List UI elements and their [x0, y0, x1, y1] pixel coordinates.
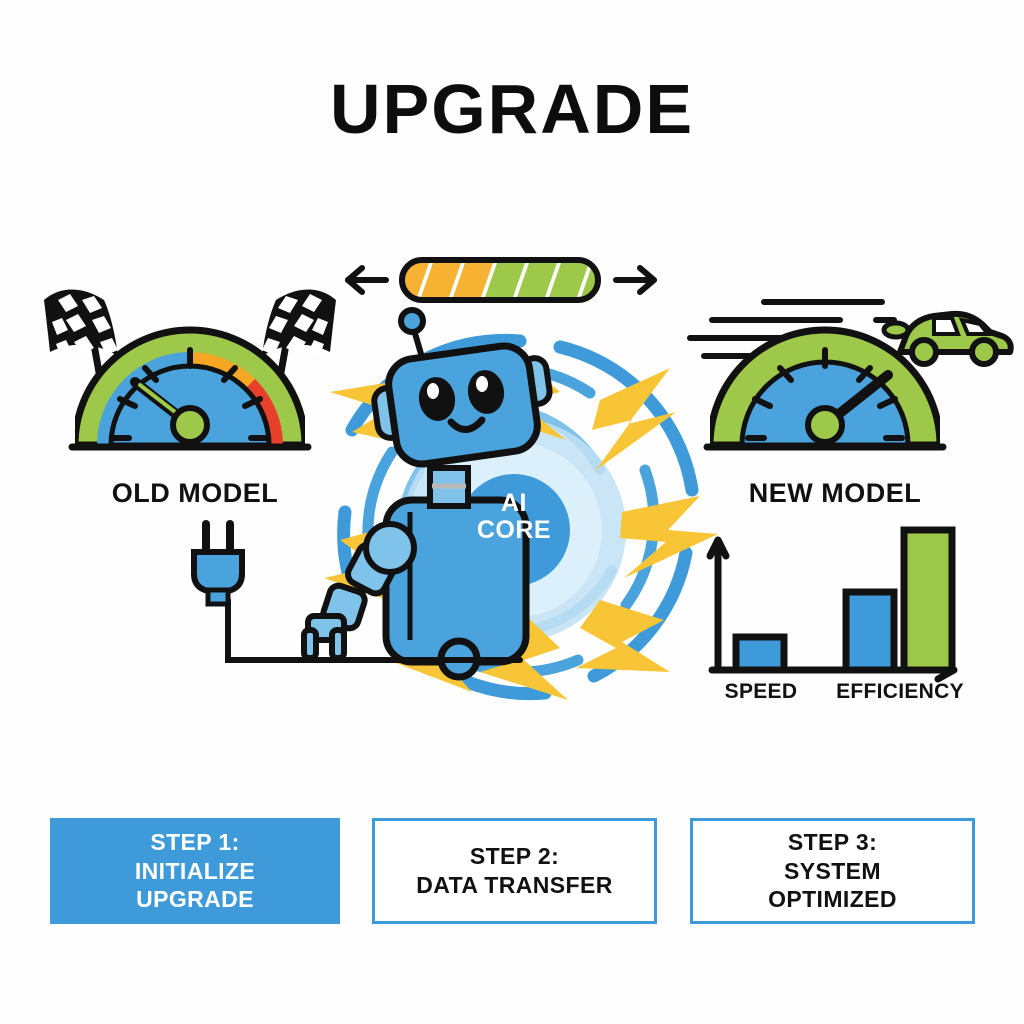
robot-mouth	[447, 416, 486, 433]
chart-tick-label-speed: SPEED	[724, 680, 798, 703]
gauge-new-ticks	[745, 347, 905, 441]
robot-antenna-icon	[398, 307, 427, 367]
metrics-bar-chart	[706, 526, 958, 683]
gauge-new-model-label: NEW MODEL	[748, 478, 922, 508]
steps-row: STEP 1: INITIALIZE UPGRADE STEP 2: DATA …	[0, 818, 1024, 938]
chart-tick-label-efficiency: EFFICIENCY	[836, 680, 964, 703]
robot-eyes	[418, 370, 505, 421]
gauge-old-ticks	[110, 347, 270, 441]
progress-left-arrow-icon[interactable]	[345, 265, 389, 295]
progress-right-arrow-icon[interactable]	[613, 265, 657, 295]
robot-gripper	[301, 613, 347, 661]
page-title: UPGRADE	[329, 70, 695, 148]
robot-arm	[301, 521, 417, 661]
step-box-3[interactable]: STEP 3: SYSTEM OPTIMIZED	[690, 818, 975, 924]
progress-segments	[402, 260, 598, 300]
robot-head	[385, 342, 541, 468]
bar-efficiency-new	[900, 526, 956, 674]
upgrade-progress-bar[interactable]	[345, 257, 657, 303]
step-box-2[interactable]: STEP 2: DATA TRANSFER	[372, 818, 657, 924]
gauge-new-dial	[710, 326, 940, 445]
power-plug	[191, 520, 523, 663]
step-box-1[interactable]: STEP 1: INITIALIZE UPGRADE	[50, 818, 340, 924]
bar-speed-old	[732, 633, 788, 674]
robot-body	[382, 496, 530, 666]
gauge-old-model-label: OLD MODEL	[111, 478, 279, 508]
gauge-old-model	[44, 289, 336, 451]
race-car-icon	[881, 310, 1014, 367]
chart-y-axis	[706, 536, 730, 674]
bar-efficiency-old	[842, 588, 898, 674]
gauge-new-needle	[805, 370, 893, 445]
plug-body	[191, 549, 245, 596]
ai-robot	[301, 307, 553, 681]
power-cable	[225, 597, 523, 663]
gauge-old-needle	[130, 377, 210, 445]
gauge-new-model	[687, 299, 1014, 451]
